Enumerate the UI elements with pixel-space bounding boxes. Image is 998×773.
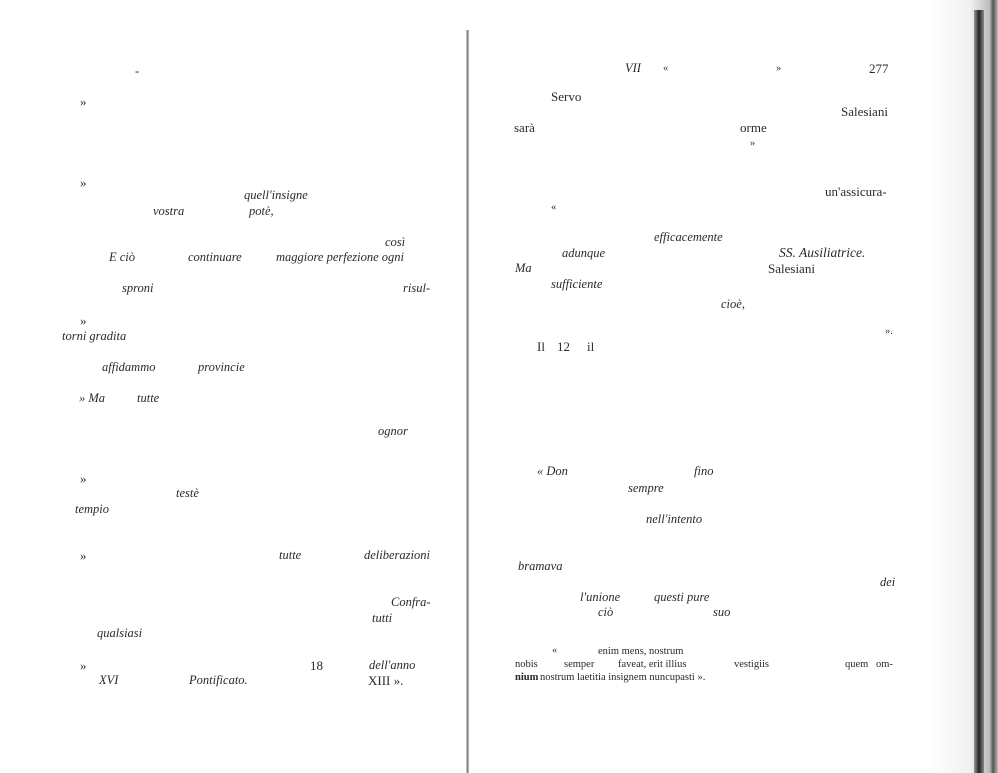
word-orme: orme <box>740 120 767 135</box>
word-servo: Servo <box>551 89 582 104</box>
word-continuare: continuare <box>188 250 242 264</box>
page-edge-binding <box>974 10 984 773</box>
word-affidammo: affidammo <box>102 360 156 374</box>
word-deliberazioni: deliberazioni <box>364 548 430 562</box>
quote-mark: » <box>80 175 87 190</box>
word-tutte: tutte <box>137 391 160 405</box>
word-bramava: bramava <box>518 559 563 573</box>
latin-text: faveat, erit illius <box>618 659 687 670</box>
word-cosi: così <box>385 235 406 249</box>
word-sara: sarà <box>514 120 535 135</box>
word-ss-ausiliatrice: SS. Ausiliatrice. <box>779 245 866 260</box>
word-ma: Ma <box>515 261 532 275</box>
quote-mark: » <box>80 313 87 328</box>
word-cio: ciò <box>598 605 614 619</box>
word-don: « Don <box>537 464 568 478</box>
quote-mark: » <box>80 94 87 109</box>
quote-mark: » <box>80 471 87 486</box>
book-gutter <box>466 30 469 773</box>
latin-text: quem <box>845 659 869 670</box>
stray-dash: - <box>135 63 140 78</box>
word-sproni: sproni <box>122 281 154 295</box>
page-number: 277 <box>869 61 889 76</box>
word-teste: testè <box>176 486 199 500</box>
word-salesiani: Salesiani <box>841 104 888 119</box>
word-il: Il <box>537 339 545 354</box>
word-l-unione: l'unione <box>580 590 621 604</box>
word-confra: Confra- <box>391 595 431 609</box>
latin-text: nostrum laetitia insignem nuncupasti ». <box>540 672 706 683</box>
word-pontificato: Pontificato. <box>189 673 248 687</box>
quote-mark: » <box>80 658 87 673</box>
latin-text: om- <box>876 659 893 670</box>
right-page: VII « » 277 Servo Salesiani sarà orme » … <box>470 0 998 773</box>
word-xiii: XIII ». <box>368 673 404 688</box>
word-adunque: adunque <box>562 246 606 260</box>
word-tutti: tutti <box>372 611 393 625</box>
latin-text: vestigiis <box>734 659 770 670</box>
word-ognor: ognor <box>378 424 408 438</box>
page-edge-shadow <box>928 0 998 773</box>
word-nell-intento: nell'intento <box>646 512 703 526</box>
word-e-cio: E ciò <box>109 250 136 264</box>
latin-text: enim mens, nostrum <box>598 646 684 657</box>
quote-mark: » <box>80 548 87 563</box>
word-quell-insigne: quell'insigne <box>244 188 308 202</box>
word-maggiore-perfezione-ogni: maggiore perfezione ogni <box>276 250 404 264</box>
word-il: il <box>587 339 595 354</box>
running-head-close-quote: » <box>776 63 782 74</box>
word-provincie: provincie <box>198 360 245 374</box>
latin-text: nobis <box>515 659 538 670</box>
latin-bold-word: nium <box>515 672 539 683</box>
word-ma: » Ma <box>79 391 106 405</box>
word-risul: risul- <box>403 281 431 295</box>
running-head-open-quote: « <box>663 63 669 74</box>
word-sufficiente: sufficiente <box>551 277 603 291</box>
word-salesiani: Salesiani <box>768 261 815 276</box>
quote-mark: « <box>551 202 557 213</box>
latin-text: semper <box>564 659 595 670</box>
number-12: 12 <box>557 339 570 354</box>
running-head-chapter: VII <box>625 61 641 75</box>
number-18: 18 <box>310 658 323 673</box>
word-questi-pure: questi pure <box>654 590 710 604</box>
closing-quote: ». <box>885 326 893 337</box>
word-sempre: sempre <box>628 481 664 495</box>
word-cioe: cioè, <box>721 297 745 311</box>
word-un-assicura: un'assicura- <box>825 184 887 199</box>
word-tempio: tempio <box>75 502 110 516</box>
left-page: - » » quell'insigne vostra potè, così E … <box>0 0 468 773</box>
word-xvi: XVI <box>99 673 119 687</box>
latin-open-quote: « <box>552 645 558 656</box>
word-vostra: vostra <box>153 204 185 218</box>
word-dell-anno: dell'anno <box>369 658 416 672</box>
quote-mark: » <box>750 138 756 149</box>
word-dei: dei <box>880 575 896 589</box>
word-torni-gradita: torni gradita <box>62 329 127 343</box>
word-qualsiasi: qualsiasi <box>97 626 143 640</box>
word-pote: potè, <box>249 204 274 218</box>
word-suo: suo <box>713 605 731 619</box>
word-efficacemente: efficacemente <box>654 230 723 244</box>
word-fino: fino <box>694 464 714 478</box>
word-tutte: tutte <box>279 548 302 562</box>
